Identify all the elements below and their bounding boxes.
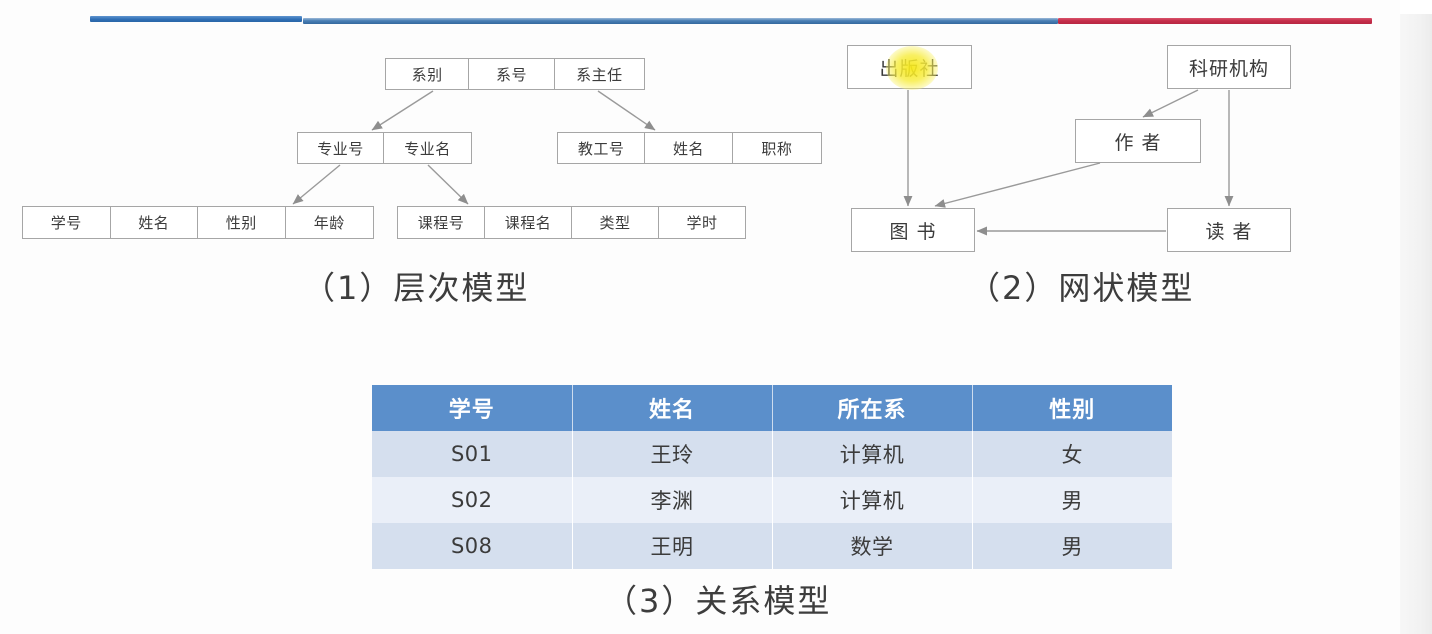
hier-cell-kechengming: 课程名 <box>485 207 572 238</box>
caption-relational-model: （3）关系模型 <box>605 582 832 620</box>
top-rule-mid-blue <box>303 18 1058 24</box>
hier-edge-xizhuren-to-jiaogong <box>597 90 656 131</box>
hier-cell-xueshi: 学时 <box>686 214 718 232</box>
table-cell-name: 李渊 <box>572 477 773 523</box>
net-node-reader: 读 者 <box>1167 208 1291 252</box>
net-node-institute: 科研机构 <box>1167 45 1291 89</box>
hier-cell-xibie: 系别 <box>386 59 470 89</box>
hier-level2-left-row: 专业号 专业名 <box>297 132 472 164</box>
hier-level2-right-row: 教工号 姓名 职称 <box>557 132 822 164</box>
hier-level3-left-row: 学号 姓名 性别 年龄 <box>22 206 374 239</box>
table-cell-name: 王玲 <box>572 431 773 477</box>
net-node-book: 图 书 <box>851 208 975 252</box>
hier-edge-xibie-to-zhuanye <box>371 90 434 131</box>
hier-cell-zhicheng: 职称 <box>761 139 793 158</box>
hier-cell-xingming-student: 姓名 <box>111 207 198 238</box>
hier-level1-row: 系别 系号 系主任 <box>385 58 645 90</box>
net-node-author: 作 者 <box>1075 119 1201 163</box>
hier-cell-zhuanyehao: 专业号 <box>298 133 385 163</box>
hier-edge-zhuanyehao-to-student <box>292 164 341 205</box>
hier-cell-nianling: 年龄 <box>313 214 345 232</box>
relational-table: 学号 姓名 所在系 性别 S01 王玲 计算机 女 S02 李渊 计算机 男 S… <box>372 385 1172 569</box>
top-rule-left-blue <box>90 16 302 22</box>
table-cell-name: 王明 <box>572 523 773 569</box>
table-cell-sex: 男 <box>972 477 1172 523</box>
table-cell-dept: 计算机 <box>772 431 973 477</box>
table-col-xingming: 姓名 <box>572 385 773 431</box>
hier-level3-right-row: 课程号 课程名 类型 学时 <box>397 206 746 239</box>
table-cell-dept: 计算机 <box>772 477 973 523</box>
hier-cell-leixing: 类型 <box>572 207 659 238</box>
net-node-publisher: 出版社 <box>847 45 972 89</box>
hier-cell-xuehao: 学号 <box>23 207 111 238</box>
net-edge-institute-author <box>1142 89 1199 118</box>
table-row: S08 王明 数学 男 <box>372 523 1172 569</box>
table-cell-sex: 女 <box>972 431 1172 477</box>
hier-edge-zhuanyeming-to-course <box>427 164 469 205</box>
hier-cell-xihao: 系号 <box>469 59 555 89</box>
hier-cell-kechenghao: 课程号 <box>398 207 485 238</box>
caption-hierarchical-model: （1）层次模型 <box>303 269 530 307</box>
table-row: S02 李渊 计算机 男 <box>372 477 1172 523</box>
table-cell-id: S02 <box>372 477 573 523</box>
hier-cell-xizhuren: 系主任 <box>576 65 623 84</box>
top-rule-right-red <box>1058 18 1372 24</box>
page-right-edge <box>1400 0 1432 634</box>
table-header-row: 学号 姓名 所在系 性别 <box>372 385 1172 431</box>
table-cell-sex: 男 <box>972 523 1172 569</box>
caption-network-model: （2）网状模型 <box>968 269 1195 307</box>
table-cell-id: S01 <box>372 431 573 477</box>
net-edge-author-book <box>934 162 1101 208</box>
table-row: S01 王玲 计算机 女 <box>372 431 1172 477</box>
hier-cell-zhuanyeming: 专业名 <box>404 139 451 158</box>
hier-cell-xingbie: 性别 <box>198 207 286 238</box>
page-right-edge-top <box>1400 0 1432 14</box>
hier-cell-jiaogonghao: 教工号 <box>558 133 646 163</box>
table-cell-dept: 数学 <box>772 523 973 569</box>
table-col-xingbie: 性别 <box>972 385 1172 431</box>
table-cell-id: S08 <box>372 523 573 569</box>
table-col-xuehao: 学号 <box>372 385 573 431</box>
table-col-suozaixi: 所在系 <box>772 385 973 431</box>
hier-cell-xingming-teacher: 姓名 <box>645 133 733 163</box>
